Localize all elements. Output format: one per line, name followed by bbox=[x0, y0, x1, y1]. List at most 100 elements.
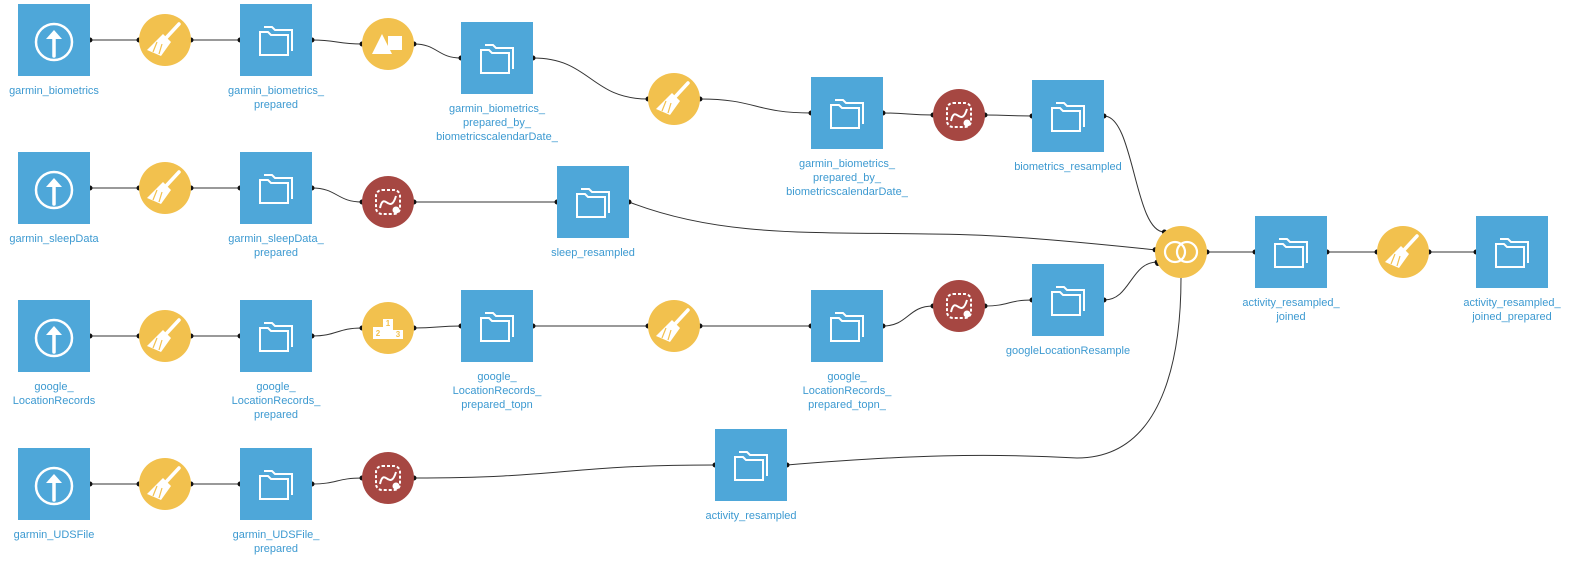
dataset-box[interactable] bbox=[1476, 216, 1548, 288]
dataset-box[interactable] bbox=[461, 290, 533, 362]
dataset-box[interactable] bbox=[1255, 216, 1327, 288]
label-activity_resampled_joined[interactable]: activity_resampled_ joined bbox=[1242, 297, 1340, 323]
node-prep_sleep[interactable] bbox=[139, 162, 191, 214]
edge-resample_location-to-googleLocationResample bbox=[984, 299, 1033, 307]
svg-text:1: 1 bbox=[386, 319, 391, 328]
node-garmin_biometrics[interactable] bbox=[18, 4, 90, 76]
label-garmin_UDSFile_prepared[interactable]: garmin_UDSFile_ prepared bbox=[232, 529, 320, 555]
broom-icon bbox=[147, 22, 181, 56]
label-garmin_biometrics_prepared[interactable]: garmin_biometrics_ prepared bbox=[228, 85, 324, 111]
label-garmin_UDSFile[interactable]: garmin_UDSFile bbox=[13, 529, 95, 541]
edge-biometrics_resampled-to-join_all bbox=[1103, 115, 1165, 233]
dataset-box[interactable] bbox=[240, 448, 312, 520]
node-prep_location[interactable] bbox=[139, 310, 191, 362]
node-garmin_biometrics_prepared[interactable] bbox=[240, 4, 312, 76]
svg-text:2: 2 bbox=[376, 329, 381, 338]
dataset-box[interactable] bbox=[240, 300, 312, 372]
shapes-icon bbox=[372, 34, 402, 54]
node-garmin_sleepData[interactable] bbox=[18, 152, 90, 224]
resample-icon bbox=[375, 189, 401, 215]
node-resample_uds[interactable] bbox=[362, 452, 414, 504]
label-garmin_sleepData_prepared[interactable]: garmin_sleepData_ prepared bbox=[228, 233, 324, 259]
resample-recipe-circle[interactable] bbox=[362, 176, 414, 228]
resample-recipe-circle[interactable] bbox=[362, 452, 414, 504]
folder-icon bbox=[734, 451, 768, 481]
node-googleLocationResample[interactable] bbox=[1032, 264, 1104, 336]
folder-icon bbox=[259, 470, 293, 500]
label-garmin_sleepData[interactable]: garmin_sleepData bbox=[9, 233, 99, 245]
edge-garmin_biometrics_prepared_by_2-to-resample_biometrics bbox=[882, 112, 934, 116]
folder-icon bbox=[480, 312, 514, 342]
node-biometrics_resampled[interactable] bbox=[1032, 80, 1104, 152]
label-google_LocationRecords_prepared_topn[interactable]: google_ LocationRecords_ prepared_topn bbox=[452, 371, 542, 411]
node-garmin_UDSFile_prepared[interactable] bbox=[240, 448, 312, 520]
edge-topn_location-to-google_LocationRecords_prepared_topn bbox=[413, 325, 462, 329]
node-prep_joined[interactable] bbox=[1377, 226, 1429, 278]
node-resample_biometrics[interactable] bbox=[933, 89, 985, 141]
dataset-box[interactable] bbox=[557, 166, 629, 238]
label-activity_resampled_joined_prepared[interactable]: activity_resampled_ joined_prepared bbox=[1463, 297, 1561, 323]
dataset-box[interactable] bbox=[811, 77, 883, 149]
label-googleLocationResample[interactable]: googleLocationResample bbox=[1005, 345, 1131, 357]
edge-google_LocationRecords_prepared-to-topn_location bbox=[311, 327, 363, 337]
node-prep_location_2[interactable] bbox=[648, 300, 700, 352]
label-google_LocationRecords_prepared_topn_2[interactable]: google_ LocationRecords_ prepared_topn_ bbox=[802, 371, 892, 411]
node-resample_sleep[interactable] bbox=[362, 176, 414, 228]
node-garmin_sleepData_prepared[interactable] bbox=[240, 152, 312, 224]
label-google_LocationRecords[interactable]: google_ LocationRecords bbox=[12, 381, 96, 407]
node-prep_biometrics[interactable] bbox=[139, 14, 191, 66]
node-google_LocationRecords_prepared_topn[interactable] bbox=[461, 290, 533, 362]
node-sleep_resampled[interactable] bbox=[557, 166, 629, 238]
dataset-box[interactable] bbox=[1032, 80, 1104, 152]
dataset-box[interactable] bbox=[461, 22, 533, 94]
resample-recipe-circle[interactable] bbox=[933, 89, 985, 141]
dataset-box[interactable] bbox=[715, 429, 787, 501]
node-garmin_UDSFile[interactable] bbox=[18, 448, 90, 520]
folder-icon bbox=[576, 188, 610, 218]
node-garmin_biometrics_prepared_by_2[interactable] bbox=[811, 77, 883, 149]
node-activity_resampled_joined[interactable] bbox=[1255, 216, 1327, 288]
node-garmin_biometrics_prepared_by_1[interactable] bbox=[461, 22, 533, 94]
node-prep_uds[interactable] bbox=[139, 458, 191, 510]
folder-icon bbox=[1274, 238, 1308, 268]
label-google_LocationRecords_prepared[interactable]: google_ LocationRecords_ prepared bbox=[231, 381, 321, 421]
folder-icon bbox=[259, 26, 293, 56]
label-biometrics_resampled[interactable]: biometrics_resampled bbox=[1014, 161, 1122, 173]
label-garmin_biometrics[interactable]: garmin_biometrics bbox=[9, 85, 99, 97]
node-split_biometrics[interactable] bbox=[362, 18, 414, 70]
broom-icon bbox=[656, 81, 690, 115]
edge-garmin_UDSFile_prepared-to-resample_uds bbox=[311, 477, 363, 485]
node-google_LocationRecords[interactable] bbox=[18, 300, 90, 372]
dataset-box[interactable] bbox=[240, 4, 312, 76]
label-garmin_biometrics_prepared_by_2[interactable]: garmin_biometrics_ prepared_by_ biometri… bbox=[786, 158, 908, 198]
dataset-box[interactable] bbox=[1032, 264, 1104, 336]
join-recipe-circle[interactable] bbox=[1155, 226, 1207, 278]
node-prep_biometrics_2[interactable] bbox=[648, 73, 700, 125]
folder-icon bbox=[830, 99, 864, 129]
label-garmin_biometrics_prepared_by_1[interactable]: garmin_biometrics_ prepared_by_ biometri… bbox=[436, 103, 558, 143]
resample-recipe-circle[interactable] bbox=[933, 280, 985, 332]
resample-icon bbox=[946, 293, 972, 319]
label-sleep_resampled[interactable]: sleep_resampled bbox=[551, 247, 635, 259]
node-google_LocationRecords_prepared[interactable] bbox=[240, 300, 312, 372]
edge-activity_resampled-to-join_all bbox=[786, 277, 1182, 466]
folder-icon bbox=[259, 174, 293, 204]
folder-icon bbox=[1495, 238, 1529, 268]
node-join_all[interactable] bbox=[1155, 226, 1207, 278]
broom-icon bbox=[147, 466, 181, 500]
node-google_LocationRecords_prepared_topn_2[interactable] bbox=[811, 290, 883, 362]
dataset-box[interactable] bbox=[811, 290, 883, 362]
node-activity_resampled_joined_prepared[interactable] bbox=[1476, 216, 1548, 288]
dataset-box[interactable] bbox=[240, 152, 312, 224]
edge-googleLocationResample-to-join_all bbox=[1103, 261, 1158, 301]
node-activity_resampled[interactable] bbox=[715, 429, 787, 501]
label-activity_resampled[interactable]: activity_resampled bbox=[705, 510, 797, 522]
resample-icon bbox=[946, 102, 972, 128]
broom-icon bbox=[656, 308, 690, 342]
join-icon bbox=[1163, 240, 1199, 264]
node-resample_location[interactable] bbox=[933, 280, 985, 332]
